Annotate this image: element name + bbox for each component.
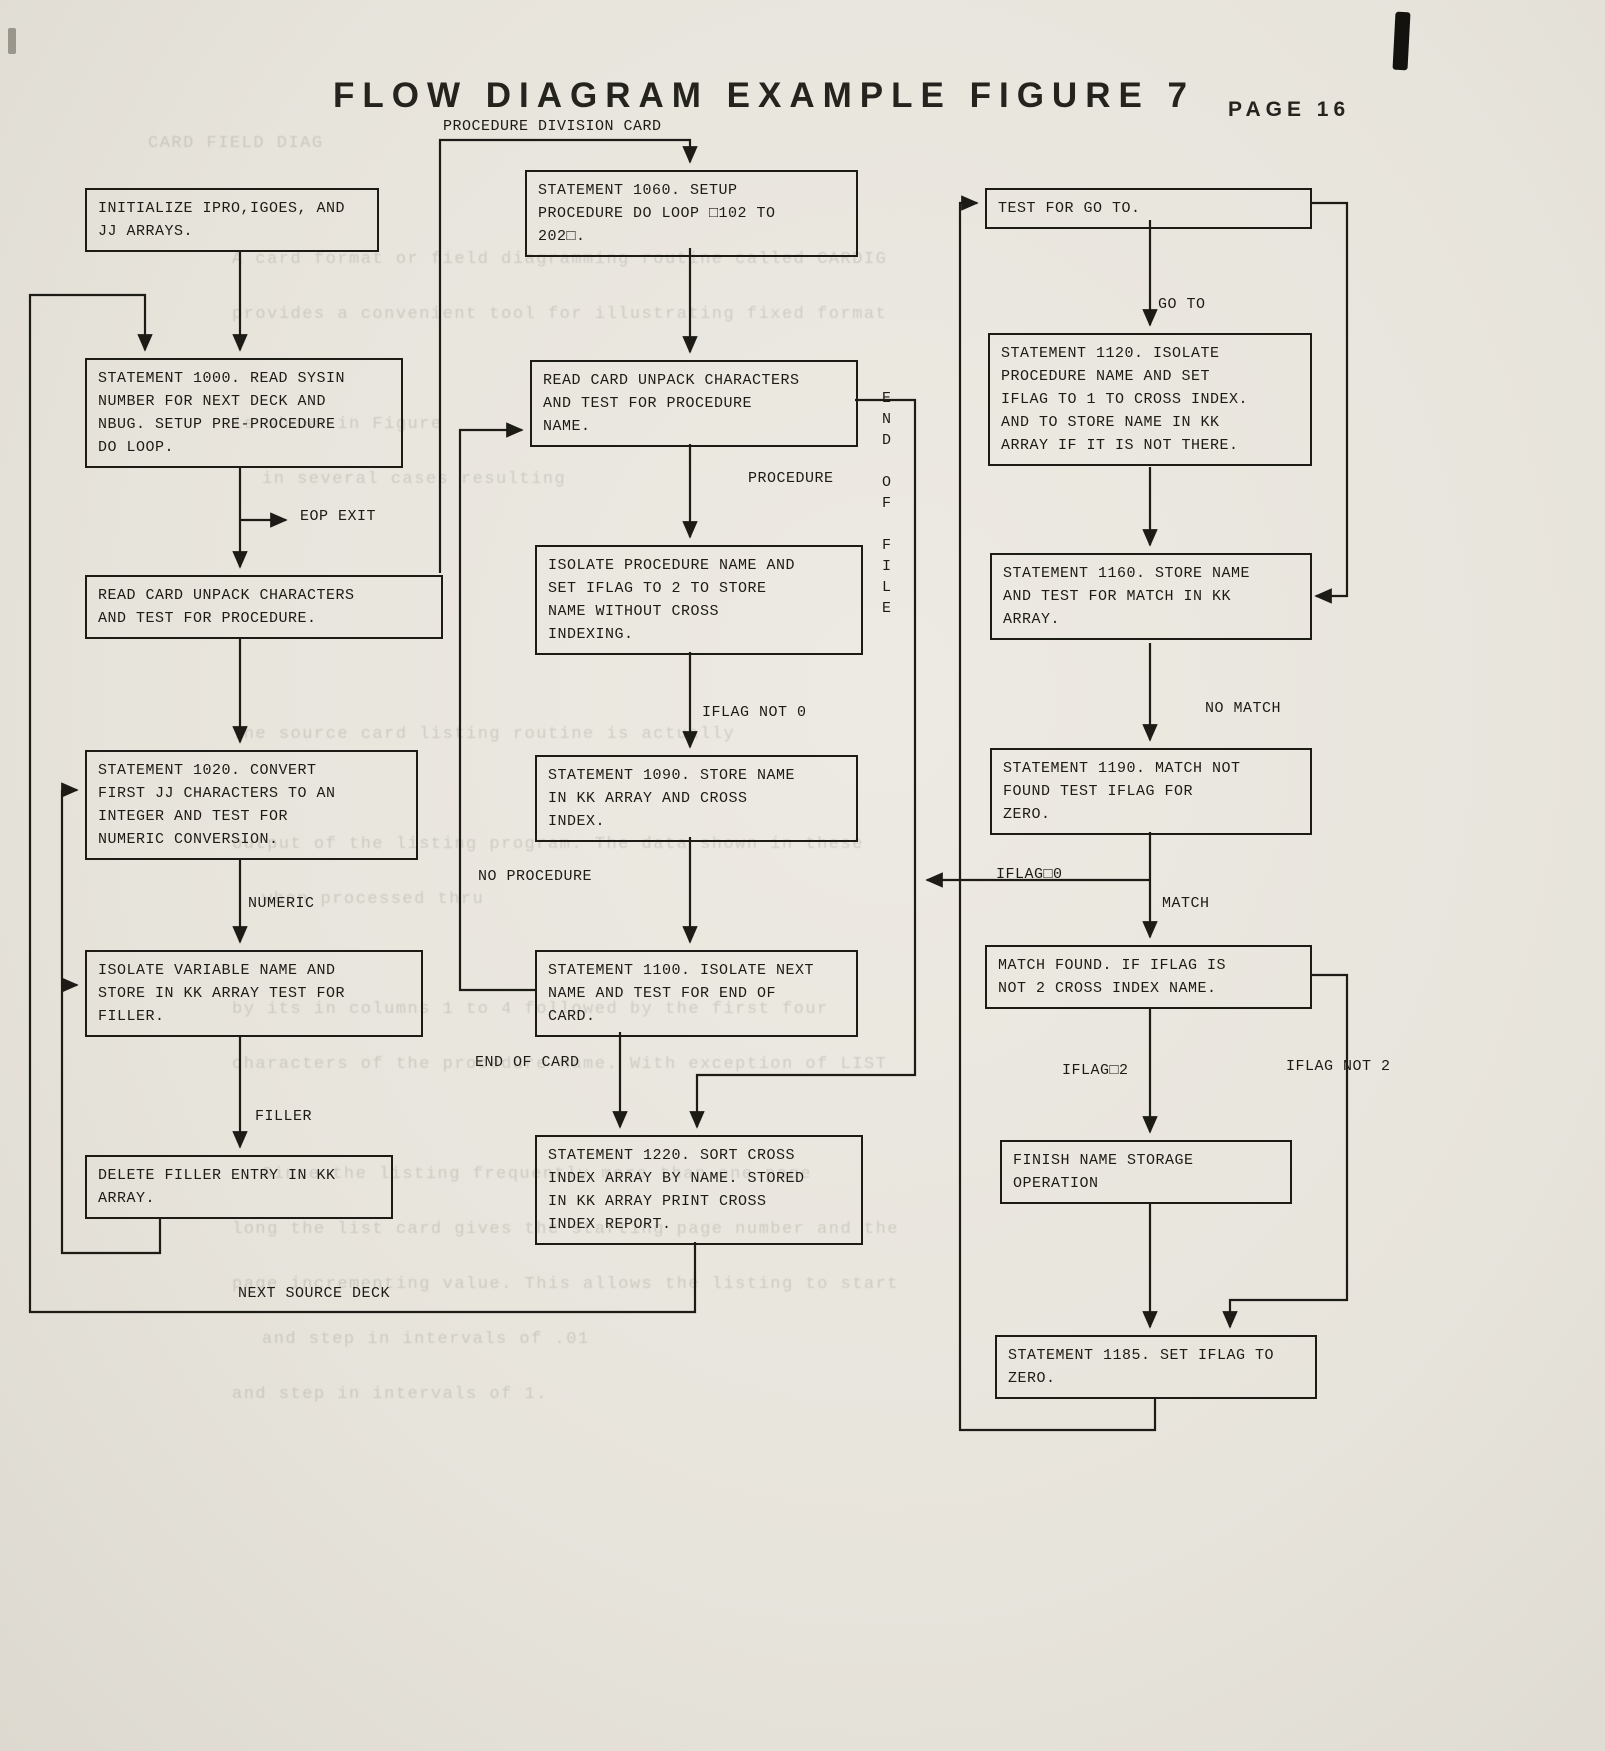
label-eop-exit: EOP EXIT: [300, 508, 377, 525]
edge-no-procedure-loop: [458, 422, 535, 992]
flow-box-isolate-procedure-name: ISOLATE PROCEDURE NAME AND SET IFLAG TO …: [535, 545, 863, 655]
edge-end-of-file: [689, 398, 917, 1129]
bleedthrough-text: and step in intervals of .01: [262, 1330, 590, 1349]
bleedthrough-text: and step in intervals of 1.: [232, 1385, 548, 1404]
label-procedure: PROCEDURE: [748, 470, 834, 487]
bleedthrough-text: long the list card gives the starting pa…: [232, 1220, 899, 1239]
label-procedure-division-card: PROCEDURE DIVISION CARD: [443, 118, 662, 135]
label-iflag-2: IFLAG□2: [1062, 1062, 1129, 1079]
flow-box-initialize-arrays: INITIALIZE IPRO,IGOES, AND JJ ARRAYS.: [85, 188, 379, 252]
flow-box-statement-1185: STATEMENT 1185. SET IFLAG TO ZERO.: [995, 1335, 1317, 1399]
label-end-of-file: E N D O F F I L E: [882, 390, 892, 617]
flow-box-statement-1020: STATEMENT 1020. CONVERT FIRST JJ CHARACT…: [85, 750, 418, 860]
flow-box-statement-1090: STATEMENT 1090. STORE NAME IN KK ARRAY A…: [535, 755, 858, 842]
label-end-of-card: END OF CARD: [475, 1054, 580, 1071]
flow-box-statement-1060: STATEMENT 1060. SETUP PROCEDURE DO LOOP …: [525, 170, 858, 257]
bleedthrough-text: output of the listing program. The data …: [232, 835, 864, 854]
bleedthrough-text: A card format or field diagramming routi…: [232, 250, 888, 269]
label-go-to: GO TO: [1158, 296, 1206, 313]
flow-box-statement-1000: STATEMENT 1000. READ SYSIN NUMBER FOR NE…: [85, 358, 403, 468]
label-iflag-not-2: IFLAG NOT 2: [1286, 1058, 1391, 1075]
edge-filler-loop: [60, 790, 162, 1255]
scan-speck: [8, 28, 16, 54]
flow-box-statement-1190: STATEMENT 1190. MATCH NOT FOUND TEST IFL…: [990, 748, 1312, 835]
bleedthrough-text: page incrementing value. This allows the…: [232, 1275, 899, 1294]
edge-procedure-division-card: [438, 138, 698, 573]
flow-box-delete-filler-entry: DELETE FILLER ENTRY IN KK ARRAY.: [85, 1155, 393, 1219]
flow-box-finish-name-storage: FINISH NAME STORAGE OPERATION: [1000, 1140, 1292, 1204]
bleedthrough-text: in several cases resulting: [262, 470, 567, 489]
scan-ink-mark: [1392, 11, 1411, 71]
edge-return-to-test-go-to: [958, 195, 1157, 1432]
label-no-procedure: NO PROCEDURE: [478, 868, 593, 885]
bleedthrough-text: provides a convenient tool for illustrat…: [232, 305, 888, 324]
bleedthrough-text: The source card listing routine is actua…: [232, 725, 736, 744]
edge-iflag-not-2: [1222, 973, 1349, 1329]
label-no-match: NO MATCH: [1205, 700, 1282, 717]
label-next-source-deck: NEXT SOURCE DECK: [238, 1285, 391, 1302]
bleedthrough-text: is shown in Figure: [232, 415, 443, 434]
flow-box-statement-1120: STATEMENT 1120. ISOLATE PROCEDURE NAME A…: [988, 333, 1312, 466]
edge-next-source-deck: [28, 293, 697, 1314]
flow-box-match-found: MATCH FOUND. IF IFLAG IS NOT 2 CROSS IND…: [985, 945, 1312, 1009]
label-numeric: NUMERIC: [248, 895, 315, 912]
label-match: MATCH: [1162, 895, 1210, 912]
label-iflag-0: IFLAG□0: [996, 866, 1063, 883]
flow-box-statement-1160: STATEMENT 1160. STORE NAME AND TEST FOR …: [990, 553, 1312, 640]
flow-box-statement-1100: STATEMENT 1100. ISOLATE NEXT NAME AND TE…: [535, 950, 858, 1037]
flow-box-read-card-test-procedure-name: READ CARD UNPACK CHARACTERS AND TEST FOR…: [530, 360, 858, 447]
bleedthrough-text: characters of the procedure name. With e…: [232, 1055, 888, 1074]
flow-box-test-for-go-to: TEST FOR GO TO.: [985, 188, 1312, 229]
page-title: FLOW DIAGRAM EXAMPLE FIGURE 7: [333, 76, 1195, 115]
flow-box-statement-1220: STATEMENT 1220. SORT CROSS INDEX ARRAY B…: [535, 1135, 863, 1245]
edge-no-go-to: [1310, 201, 1349, 604]
flow-box-isolate-variable-name: ISOLATE VARIABLE NAME AND STORE IN KK AR…: [85, 950, 423, 1037]
flow-box-read-card-test-procedure: READ CARD UNPACK CHARACTERS AND TEST FOR…: [85, 575, 443, 639]
label-filler: FILLER: [255, 1108, 313, 1125]
label-iflag-not-0: IFLAG NOT 0: [702, 704, 807, 721]
bleedthrough-text: by its in columns 1 to 4 followed by the…: [232, 1000, 829, 1019]
bleedthrough-text: CARD FIELD DIAG: [148, 134, 324, 153]
page-number: PAGE 16: [1228, 98, 1351, 121]
bleedthrough-text: when processed thru: [262, 890, 485, 909]
